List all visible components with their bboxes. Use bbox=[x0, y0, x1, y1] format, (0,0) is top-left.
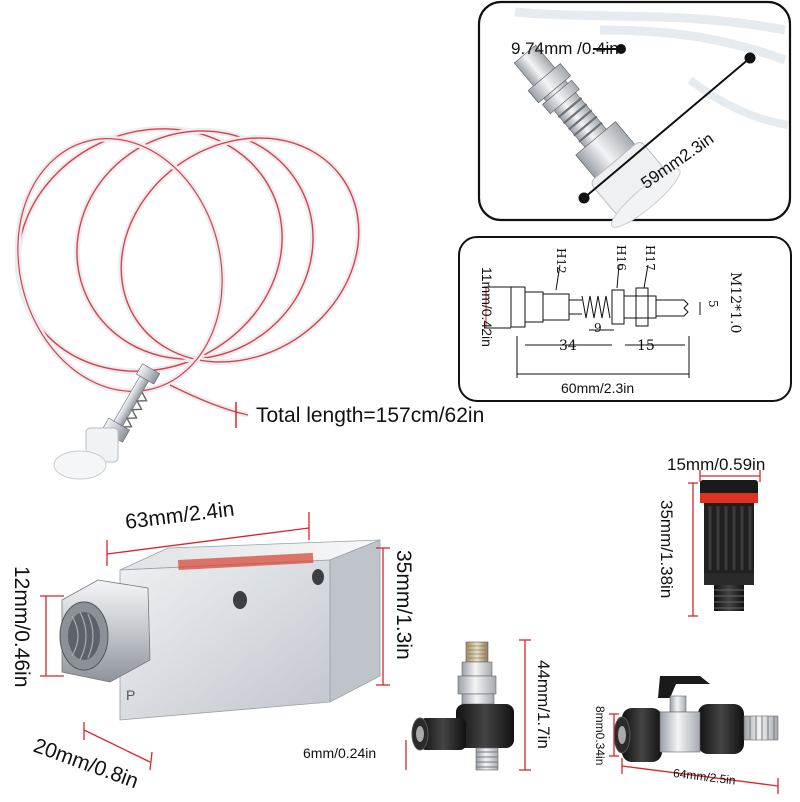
generator-port-label: 12mm/0.46in bbox=[10, 566, 33, 688]
drawing-tag-h17: H17 bbox=[643, 245, 657, 271]
total-length-label: Total length=157cm/62in bbox=[256, 404, 485, 427]
drawing-height-label: 11mm/0.42in bbox=[479, 267, 495, 347]
drawing-tag-h16: H16 bbox=[614, 245, 628, 271]
drawing-dim-15: 15 bbox=[637, 338, 655, 354]
drawing-thread-label: M12*1.0 bbox=[727, 272, 743, 334]
muffler-diameter-label: 15mm/0.59in bbox=[667, 455, 766, 474]
coil-suction-cup bbox=[53, 363, 161, 480]
technical-drawing bbox=[484, 264, 701, 378]
speed-valve-tube-label: 6mm/0.24in bbox=[303, 745, 377, 761]
ball-valve-height-label: 8mm0.34in bbox=[593, 706, 607, 766]
speed-control-valve bbox=[411, 641, 514, 771]
generator-port-letter: P bbox=[126, 687, 136, 703]
drawing-tag-h12: H12 bbox=[554, 248, 568, 274]
ball-valve bbox=[613, 676, 779, 762]
vacuum-generator-block bbox=[59, 539, 381, 721]
drawing-dim-5: 5 bbox=[706, 300, 720, 308]
ball-valve-dimension-lines bbox=[609, 713, 779, 794]
generator-height-label: 35mm/1.3in bbox=[392, 550, 415, 660]
drawing-dim-34: 34 bbox=[559, 338, 577, 354]
speed-valve-dimension-lines bbox=[405, 639, 531, 771]
muffler-length-label: 35mm/1.38in bbox=[657, 500, 676, 599]
coiled-tube bbox=[14, 125, 362, 418]
drawing-dim-9: 9 bbox=[594, 321, 602, 335]
photo-panel-frame bbox=[477, 0, 792, 222]
photo-thread-size-label: 9.74mm /0.4in bbox=[511, 39, 619, 58]
generator-dimension-lines bbox=[40, 512, 390, 771]
drawing-panel-frame bbox=[458, 236, 792, 402]
photo-tube bbox=[514, 7, 789, 129]
photo-suction-assembly bbox=[513, 44, 681, 228]
photo-dimension-lines bbox=[578, 44, 756, 204]
muffler bbox=[700, 480, 758, 611]
drawing-width-label: 60mm/2.3in bbox=[561, 380, 635, 396]
speed-valve-height-label: 44mm/1.7in bbox=[534, 660, 553, 749]
muffler-dimension-lines bbox=[688, 470, 761, 617]
